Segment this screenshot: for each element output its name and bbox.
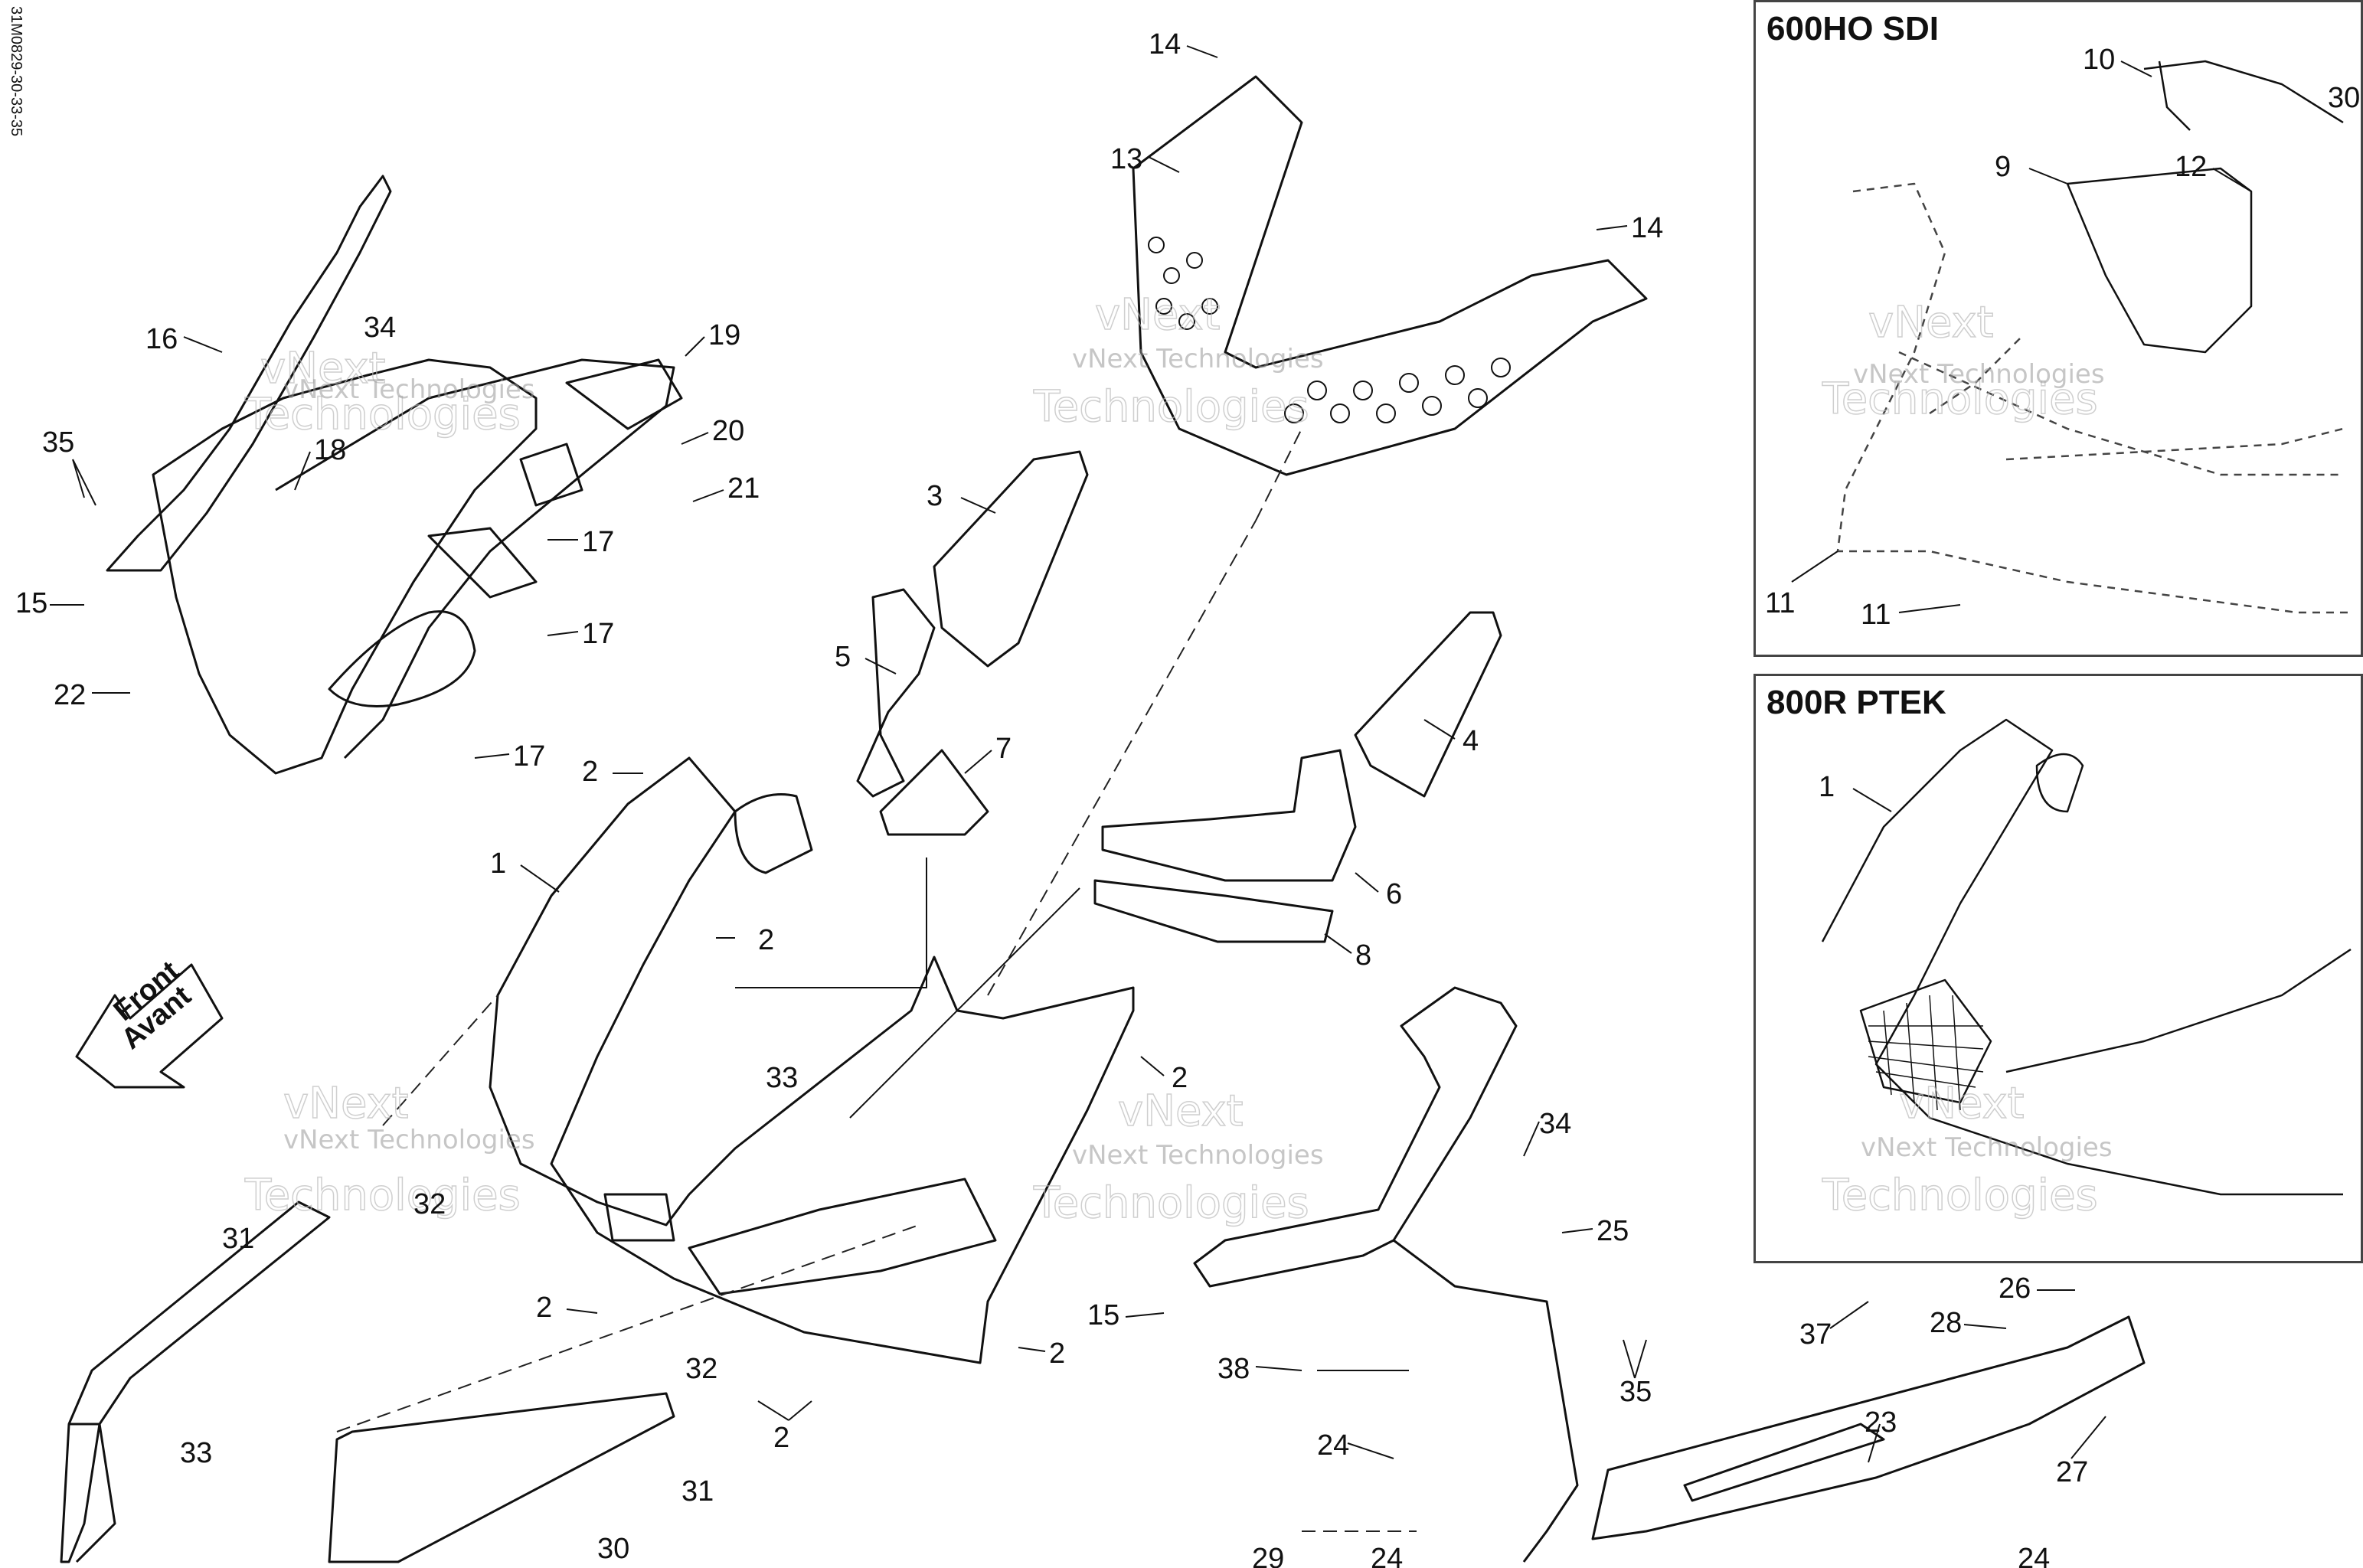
perforated-plate bbox=[1132, 75, 1648, 476]
callout-3: 3 bbox=[927, 480, 943, 512]
callout-28: 28 bbox=[1930, 1307, 1962, 1339]
inset-callout-labels: 10 30 9 12 11 11 1 bbox=[1765, 44, 2360, 803]
watermark-text-5: vNext Technologies bbox=[1072, 1140, 1324, 1171]
watermarks: vNext Technologies vNext Technologies vN… bbox=[243, 289, 2113, 1229]
callout-24: 24 bbox=[1317, 1429, 1349, 1462]
callout-34: 34 bbox=[364, 312, 396, 344]
callout-34: 34 bbox=[1539, 1108, 1571, 1140]
cowl-assembly bbox=[106, 175, 683, 775]
svg-text:Technologies: Technologies bbox=[1822, 374, 2098, 424]
pointer-lines bbox=[735, 858, 1409, 1371]
callout-labels: 1 2 2 2 2 2 2 3 4 5 6 7 8 13 14 14 15 15… bbox=[15, 28, 2088, 1568]
svg-text:vNext: vNext bbox=[1899, 1079, 2025, 1129]
callout-35: 35 bbox=[1619, 1376, 1652, 1408]
watermark-text-2: vNext Technologies bbox=[1072, 344, 1324, 374]
svg-text:Technologies: Technologies bbox=[1033, 1178, 1309, 1228]
callout-24: 24 bbox=[1371, 1543, 1403, 1568]
callout-17: 17 bbox=[582, 618, 614, 650]
callout-18: 18 bbox=[314, 434, 346, 466]
inset-callout-10: 10 bbox=[2083, 44, 2115, 76]
callout-17: 17 bbox=[582, 526, 614, 558]
callout-16: 16 bbox=[145, 323, 178, 355]
callout-1: 1 bbox=[490, 848, 506, 880]
svg-text:vNext: vNext bbox=[1868, 298, 1994, 348]
callout-31: 31 bbox=[222, 1223, 254, 1255]
svg-text:vNext: vNext bbox=[283, 1079, 409, 1129]
callout-2: 2 bbox=[582, 756, 598, 788]
callout-4: 4 bbox=[1463, 725, 1479, 757]
inset-callout-1: 1 bbox=[1819, 771, 1835, 803]
callout-33: 33 bbox=[766, 1062, 798, 1094]
svg-text:Technologies: Technologies bbox=[244, 390, 521, 439]
callout-8: 8 bbox=[1355, 939, 1371, 972]
svg-text:Technologies: Technologies bbox=[1822, 1171, 2098, 1220]
callout-32: 32 bbox=[413, 1188, 446, 1220]
inset-callout-11: 11 bbox=[1861, 599, 1891, 631]
svg-text:Technologies: Technologies bbox=[1033, 382, 1309, 432]
callout-37: 37 bbox=[1799, 1318, 1832, 1351]
callout-26: 26 bbox=[1999, 1272, 2031, 1305]
assembly-lines bbox=[336, 428, 1417, 1532]
inset-callout-30: 30 bbox=[2328, 82, 2360, 114]
lower-right-assembly bbox=[1193, 986, 2146, 1563]
inset-800-drawing bbox=[1821, 718, 2352, 1196]
lower-bars bbox=[60, 1200, 675, 1563]
callout-15: 15 bbox=[1087, 1299, 1119, 1331]
callout-2: 2 bbox=[536, 1292, 552, 1324]
callout-33: 33 bbox=[180, 1437, 212, 1469]
watermark-text-6: vNext Technologies bbox=[1861, 1132, 2113, 1163]
side-panels bbox=[1093, 611, 1502, 943]
inset-600-drawing bbox=[1836, 60, 2351, 614]
callout-27: 27 bbox=[2056, 1456, 2088, 1488]
callout-2: 2 bbox=[758, 924, 774, 956]
callout-17: 17 bbox=[513, 740, 545, 773]
callout-23: 23 bbox=[1865, 1406, 1897, 1439]
svg-text:vNext: vNext bbox=[1118, 1086, 1244, 1136]
callout-20: 20 bbox=[712, 415, 744, 447]
callout-30: 30 bbox=[597, 1533, 629, 1565]
callout-35: 35 bbox=[42, 426, 74, 459]
front-arrow bbox=[75, 963, 224, 1089]
watermark-text-3: vNext Technologies bbox=[1853, 359, 2105, 390]
callout-2: 2 bbox=[1049, 1338, 1065, 1370]
inset-callout-11: 11 bbox=[1765, 587, 1795, 619]
callout-15: 15 bbox=[15, 587, 47, 619]
small-panels bbox=[856, 450, 1089, 836]
callout-2: 2 bbox=[773, 1422, 789, 1454]
watermark-text-1: vNext Technologies bbox=[283, 374, 535, 405]
watermark-text-4: vNext Technologies bbox=[283, 1125, 535, 1155]
callout-29: 29 bbox=[1252, 1543, 1284, 1568]
callout-14: 14 bbox=[1149, 28, 1181, 60]
inset-callout-9: 9 bbox=[1995, 151, 2011, 183]
callout-19: 19 bbox=[708, 319, 740, 351]
svg-text:vNext: vNext bbox=[1095, 290, 1221, 340]
callout-13: 13 bbox=[1110, 143, 1142, 175]
callout-6: 6 bbox=[1386, 878, 1402, 910]
callout-32: 32 bbox=[685, 1353, 717, 1385]
callout-25: 25 bbox=[1597, 1215, 1629, 1247]
inset-callout-12: 12 bbox=[2175, 151, 2207, 183]
callout-38: 38 bbox=[1217, 1353, 1250, 1385]
callout-5: 5 bbox=[835, 641, 851, 673]
svg-text:Technologies: Technologies bbox=[244, 1171, 521, 1220]
inset-title: 800R PTEK bbox=[1767, 684, 1946, 721]
callout-21: 21 bbox=[727, 472, 760, 505]
front-bumper-main bbox=[489, 756, 1135, 1364]
callout-7: 7 bbox=[995, 733, 1012, 765]
callout-31: 31 bbox=[681, 1475, 714, 1508]
inset-600ho-sdi: 600HO SDI bbox=[1753, 0, 2363, 657]
callout-2: 2 bbox=[1172, 1062, 1188, 1094]
inset-title: 600HO SDI bbox=[1767, 10, 1939, 47]
svg-text:vNext: vNext bbox=[260, 344, 386, 394]
callout-24: 24 bbox=[2018, 1543, 2050, 1568]
leader-lines bbox=[50, 45, 2252, 1463]
callout-22: 22 bbox=[54, 679, 86, 711]
inset-800r-ptek: 800R PTEK bbox=[1753, 674, 2363, 1263]
callout-14: 14 bbox=[1631, 212, 1663, 244]
